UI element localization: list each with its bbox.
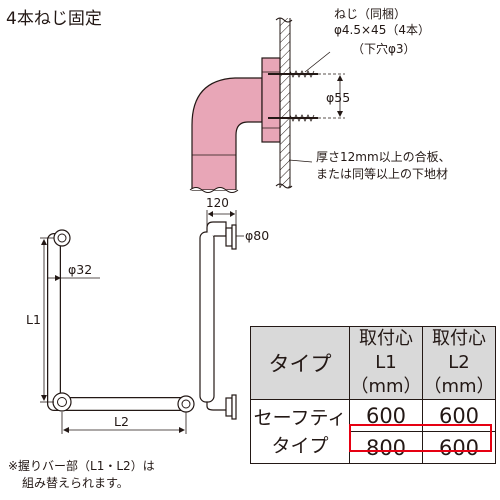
- cell-l1: 600: [349, 399, 423, 432]
- cell-l2: 600: [422, 399, 496, 432]
- screw-callout-line3: （下穴φ3）: [352, 42, 416, 56]
- header-l1-line1: 取付心: [359, 328, 413, 349]
- backing-note-line1: 厚さ12mm以上の合板、: [316, 150, 451, 164]
- flange-dimension: [318, 73, 345, 119]
- screw-callout-line2: φ4.5×45（4本）: [334, 23, 430, 37]
- row-label-line1: セーフティ: [253, 406, 347, 429]
- highlight-box: [349, 424, 492, 452]
- footnote: ※握りバー部（L1・L2）は 組み替えられます。: [8, 458, 155, 492]
- screw-callout-line1: ねじ（同梱）: [334, 7, 407, 21]
- footnote-line1: ※握りバー部（L1・L2）は: [8, 459, 155, 473]
- screws: [268, 70, 318, 122]
- spec-table: タイプ 取付心 L1（mm） 取付心 L2（mm） セーフティ タイプ 600 …: [250, 326, 496, 464]
- row-label: セーフティ タイプ: [250, 399, 350, 464]
- header-l2-line1: 取付心: [432, 328, 486, 349]
- handrail-front-view: [47, 229, 195, 413]
- row-label-line2: タイプ: [271, 434, 329, 457]
- l2-dimension: [61, 412, 187, 434]
- depth-dimension: [206, 210, 237, 226]
- screw-leader: [304, 51, 331, 73]
- bar-diameter-leader: [48, 275, 100, 281]
- table-row: 800 600: [251, 431, 496, 464]
- table-row: セーフティ タイプ 600 600: [250, 399, 496, 464]
- header-l1: 取付心 L1（mm）: [349, 326, 423, 400]
- backing-note-line2: または同等以上の下地材: [316, 167, 449, 181]
- header-l2-line2: L2（mm）: [423, 352, 495, 397]
- flange-diameter-label: φ55: [326, 90, 351, 105]
- l1-label: L1: [26, 312, 41, 327]
- fix-method-title: 4本ねじ固定: [6, 9, 102, 29]
- header-l2: 取付心 L2（mm）: [422, 326, 496, 400]
- footnote-line2: 組み替えられます。: [22, 476, 129, 490]
- header-l1-line2: L1（mm）: [350, 352, 422, 397]
- cell-l2: 600: [422, 431, 496, 464]
- backing-leader: [288, 159, 313, 163]
- pipe-elbow: [189, 77, 263, 193]
- bar-diameter-label: φ32: [68, 262, 93, 277]
- header-type: タイプ: [250, 326, 350, 400]
- l2-label: L2: [114, 414, 129, 429]
- depth-dimension-label: 120: [206, 196, 229, 210]
- base-diameter-label: φ80: [245, 228, 270, 243]
- l1-dimension: [40, 237, 54, 403]
- flange: [261, 57, 281, 143]
- handrail-side-view: [199, 221, 237, 420]
